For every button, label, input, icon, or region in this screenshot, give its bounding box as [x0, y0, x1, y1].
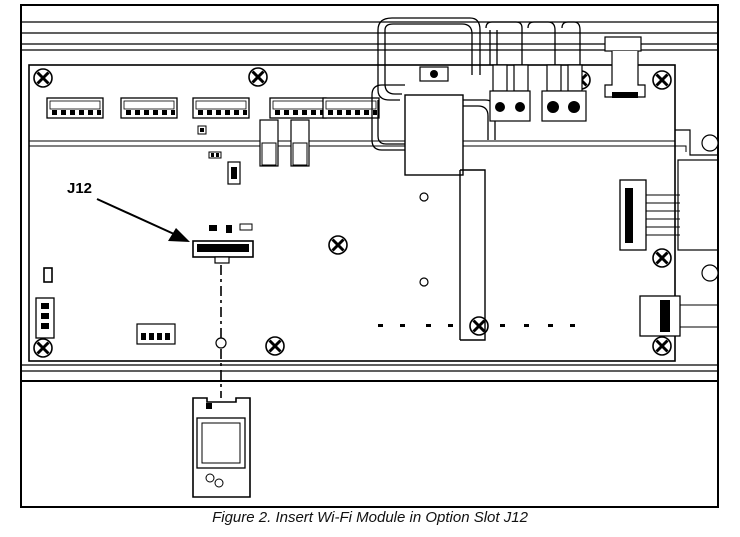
figure-caption: Figure 2. Insert Wi-Fi Module in Option … [212, 509, 528, 526]
j12-option-slot [192, 223, 254, 264]
enclosure-frame [20, 4, 719, 508]
wifi-module [192, 397, 251, 498]
screw-icon [651, 247, 673, 269]
screw-icon [327, 234, 349, 256]
screw-icon [247, 66, 269, 88]
screw-icon [32, 67, 54, 89]
callout-arrow-icon [96, 198, 190, 242]
screw-icon [651, 69, 673, 91]
screw-icon [651, 335, 673, 357]
screw-icon [264, 335, 286, 357]
screw-icon [32, 337, 54, 359]
j12-callout-label: J12 [67, 180, 92, 197]
